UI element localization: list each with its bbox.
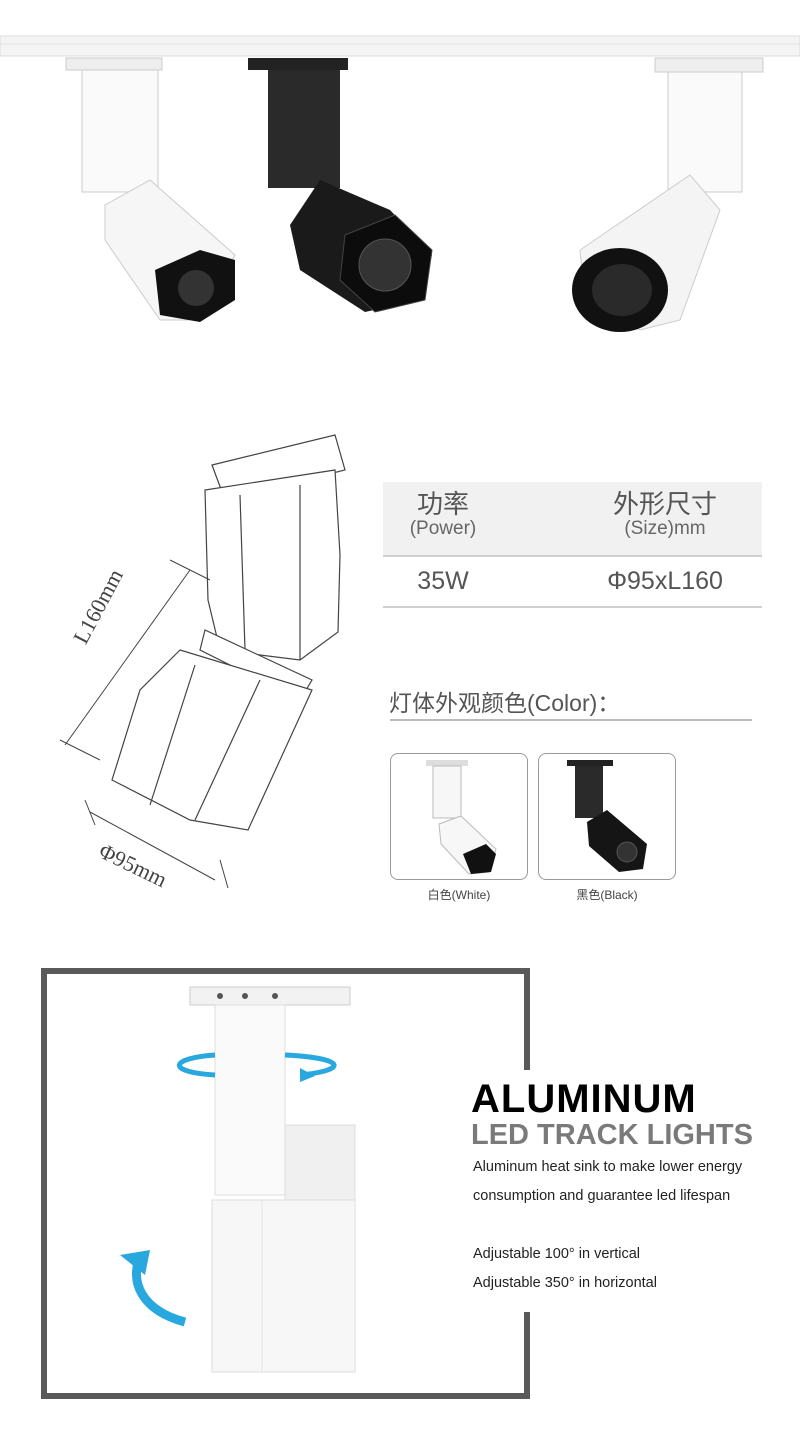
rotate-vertical-icon — [120, 1250, 187, 1327]
rotate-horizontal-icon — [177, 1052, 337, 1082]
size-value: Φ95xL160 — [607, 567, 723, 595]
spec-table-header — [383, 482, 762, 557]
track-rail — [0, 35, 800, 57]
black-lamp-thumbnail — [567, 760, 647, 872]
product-photo-top — [0, 35, 800, 332]
feature-subtitle: LED TRACK LIGHTS — [471, 1119, 753, 1151]
power-label-en: (Power) — [409, 518, 477, 539]
dimension-drawing — [59, 434, 346, 889]
color-section-title: 灯体外观颜色(Color)： — [389, 690, 621, 716]
white-lamp-left — [65, 57, 236, 322]
color-option-black[interactable] — [538, 753, 676, 880]
dimension-lines — [59, 559, 229, 889]
color-divider — [390, 719, 752, 721]
power-label-cn: 功率 — [416, 489, 469, 519]
black-lamp-middle — [248, 58, 433, 313]
feature-line-3: Adjustable 100° in vertical — [473, 1246, 641, 1262]
feature-title: ALUMINUM — [471, 1077, 697, 1121]
black-option-label: 黑色(Black) — [576, 888, 638, 902]
size-label-en: (Size)mm — [624, 518, 706, 539]
feature-line-1: Aluminum heat sink to make lower energy — [473, 1159, 743, 1175]
white-lamp-thumbnail — [426, 760, 497, 875]
spec-header-size: 外形尺寸 (Size)mm — [590, 490, 740, 540]
color-option-white[interactable] — [390, 753, 528, 880]
feature-line-2: consumption and guarantee led lifespan — [473, 1188, 731, 1204]
table-divider — [383, 606, 762, 608]
feature-line-4: Adjustable 350° in horizontal — [473, 1275, 657, 1291]
power-value: 35W — [417, 567, 469, 595]
white-lamp-right — [572, 57, 764, 332]
spec-header-power: 功率 (Power) — [383, 490, 503, 540]
white-lamp-large — [189, 986, 356, 1373]
white-option-label: 白色(White) — [427, 888, 491, 902]
size-label-cn: 外形尺寸 — [612, 489, 717, 519]
